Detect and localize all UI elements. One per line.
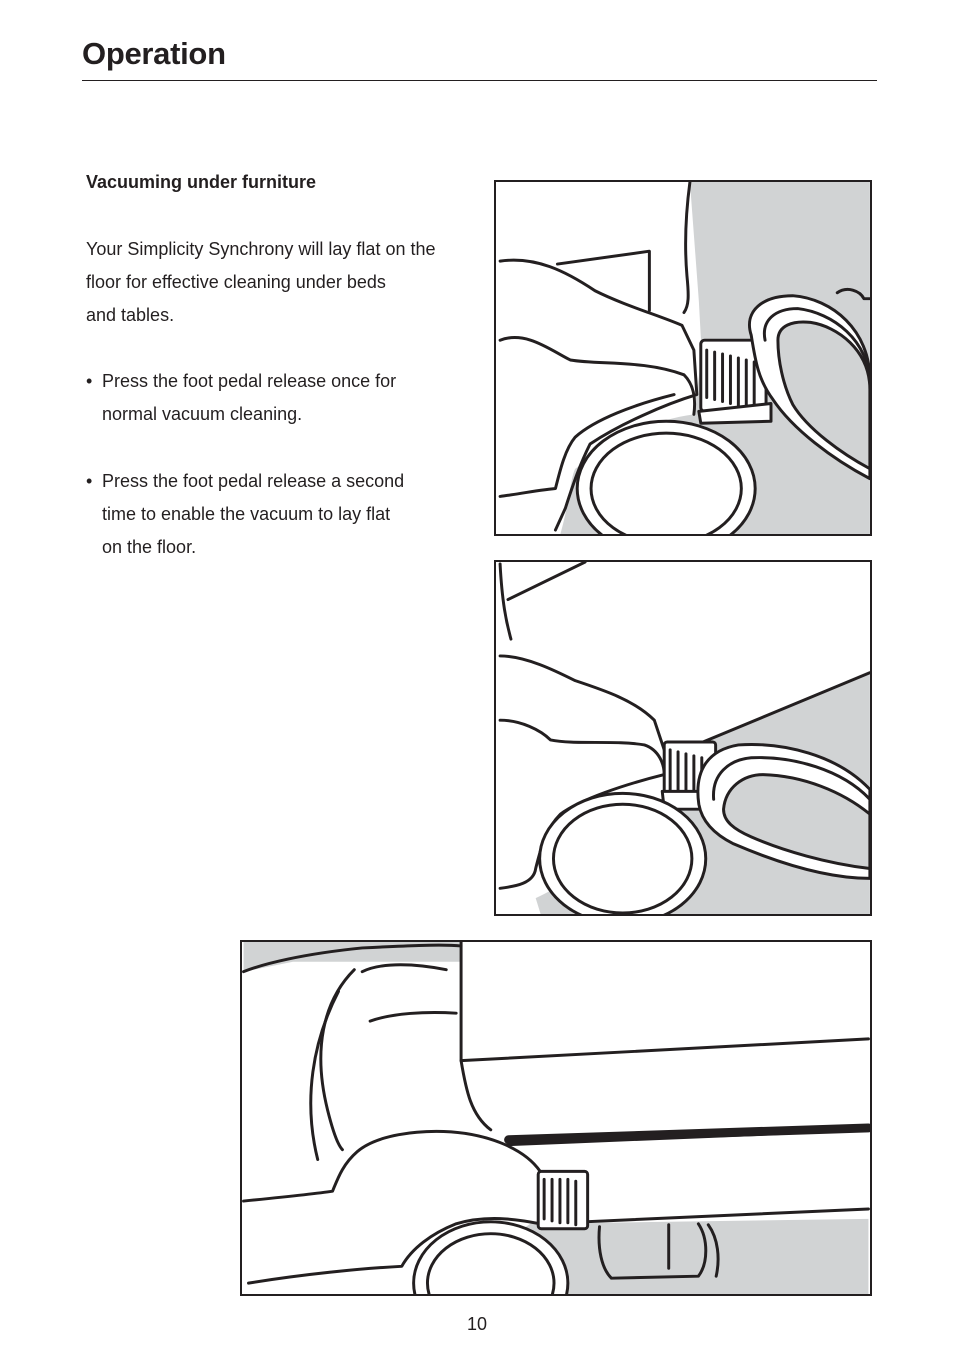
illustration-upright-position <box>494 180 872 536</box>
title-divider <box>82 80 877 81</box>
bullet-line: Press the foot pedal release a second <box>102 471 405 491</box>
bullet-line: on the floor. <box>102 537 197 557</box>
bullet-line: Press the foot pedal release once for <box>102 371 397 391</box>
illustration-flat-position <box>240 940 872 1296</box>
bullet-item: • Press the foot pedal release a second … <box>86 465 466 564</box>
bullet-line: time to enable the vacuum to lay flat <box>102 504 391 524</box>
bullet-symbol: • <box>86 371 93 391</box>
illustration-normal-position <box>494 560 872 916</box>
intro-line: and tables. <box>86 305 175 325</box>
bullet-item: • Press the foot pedal release once for … <box>86 365 466 431</box>
page-title: Operation <box>82 36 226 71</box>
vacuum-normal-drawing <box>498 562 870 914</box>
intro-line: floor for effective cleaning under beds <box>86 272 386 292</box>
vacuum-upright-drawing <box>498 182 870 534</box>
intro-paragraph: Your Simplicity Synchrony will lay flat … <box>86 233 476 332</box>
bullet-line: normal vacuum cleaning. <box>102 404 303 424</box>
bullet-symbol: • <box>86 471 93 491</box>
page-number: 10 <box>466 1314 488 1334</box>
vacuum-flat-drawing <box>242 942 870 1294</box>
intro-line: Your Simplicity Synchrony will lay flat … <box>86 239 436 259</box>
section-heading: Vacuuming under furniture <box>86 172 317 192</box>
